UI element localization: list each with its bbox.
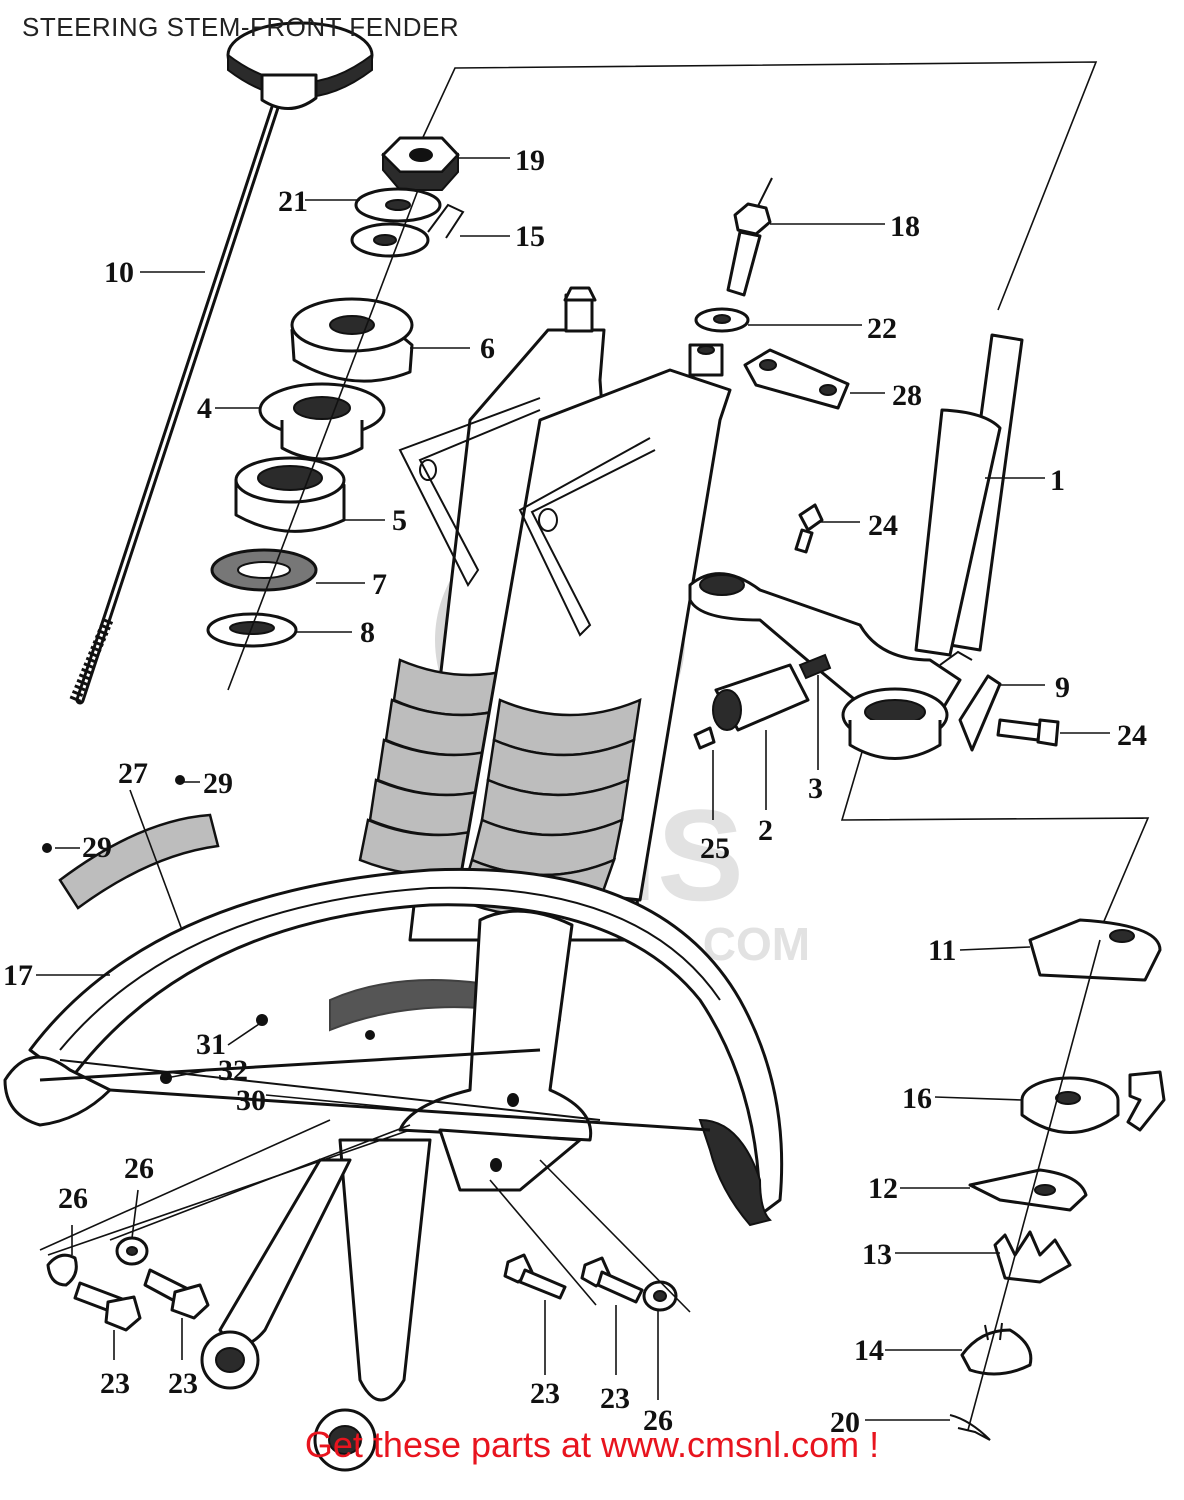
stem-small-parts [693,503,1060,752]
callout-30: 30 [236,1084,266,1117]
callout-23d: 23 [600,1382,630,1415]
callout-6: 6 [480,332,495,365]
callout-26a: 26 [58,1182,88,1215]
steering-stem [688,333,1024,760]
callout-25: 25 [700,832,730,865]
callout-29a: 29 [82,831,112,864]
callout-23c: 23 [530,1377,560,1410]
diagram-title: STEERING STEM-FRONT FENDER [22,12,460,42]
callout-26b: 26 [124,1152,154,1185]
callout-3: 3 [808,772,823,805]
assembly-lines [417,61,1150,941]
callout-16: 16 [902,1082,932,1115]
callout-27: 27 [118,757,148,790]
fender-stay [39,909,711,1192]
steering-adjust-nut [290,297,414,383]
top-cone-race [258,382,386,461]
callout-leaders [36,157,1110,1421]
callout-21: 21 [278,185,308,218]
callout-1: 1 [1050,464,1065,497]
top-bolt [726,177,773,297]
callout-29b: 29 [203,767,233,800]
callout-10: 10 [104,256,134,289]
dust-seal [210,548,318,592]
front-fork-right [458,343,732,917]
footer-link[interactable]: Get these parts at www.cmsnl.com ! [304,1424,880,1465]
top-plate [743,348,850,410]
callout-26c: 26 [643,1404,673,1437]
top-washer [694,307,750,333]
callout-7: 7 [372,568,387,601]
callout-28: 28 [892,379,922,412]
callout-13: 13 [862,1238,892,1271]
callout-12: 12 [868,1172,898,1205]
fork-brackets [398,397,656,637]
fender-emblem [42,775,220,910]
callout-18: 18 [890,210,920,243]
callout-labels: 1 2 3 4 5 6 7 8 9 10 11 12 13 14 15 16 1… [3,144,1147,1439]
stem-washers [350,187,465,258]
callout-19: 19 [515,144,545,177]
side-small-parts [949,918,1166,1441]
callout-22: 22 [867,312,897,345]
callout-5: 5 [392,504,407,537]
callout-20: 20 [830,1406,860,1439]
callout-4: 4 [197,392,212,425]
callout-31: 31 [196,1028,226,1061]
bottom-cone-race [234,456,346,533]
callout-32: 32 [218,1054,248,1087]
callout-17: 17 [3,959,33,992]
callout-23b: 23 [168,1367,198,1400]
callout-24b: 24 [1117,719,1147,752]
seal-washer [206,612,298,648]
callout-9: 9 [1055,671,1070,704]
callout-14: 14 [854,1334,884,1367]
callout-23a: 23 [100,1367,130,1400]
callout-24a: 24 [868,509,898,542]
callout-11: 11 [928,934,956,967]
steering-damper-rod [68,21,374,705]
callout-8: 8 [360,616,375,649]
callout-2: 2 [758,814,773,847]
stem-nut [381,136,460,191]
callout-15: 15 [515,220,545,253]
